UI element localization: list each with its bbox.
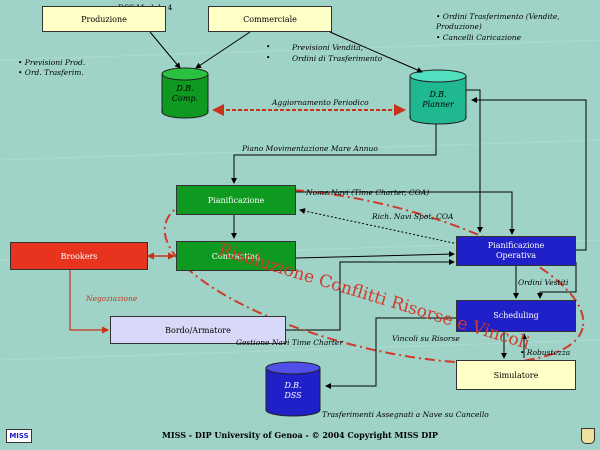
ord-trasferim-label: • Ord. Trasferim. — [18, 68, 84, 77]
ordini-trasf-vendite-label-1: • Ordini Trasferimento (Vendite, — [436, 12, 560, 21]
ordini-trasf-vendite-label-2: Produzione) — [436, 22, 482, 31]
miss-logo: MISS — [6, 429, 32, 443]
brookers-box[interactable]: Brookers — [10, 242, 148, 270]
db-comp-cylinder — [161, 67, 209, 119]
pianificazione-operativa-line2: Operativa — [495, 251, 537, 260]
negoziazione-label: Negoziazione — [86, 294, 138, 303]
commerciale-box[interactable]: Commerciale — [208, 6, 332, 32]
footer-copyright: MISS - DIP University of Genoa - © 2004 … — [162, 430, 438, 440]
conflict-resolution-ellipse — [163, 187, 585, 365]
db-comp-label-1: D.B. — [176, 84, 194, 93]
connector-arrows — [149, 31, 587, 389]
db-dss-label-2: DSS — [284, 391, 302, 400]
ordini-vestiti-label: Ordini Vestiti — [518, 278, 569, 287]
gestione-navi-label: Gestione Navi Time Charter — [236, 338, 343, 347]
university-crest-icon — [581, 428, 595, 444]
bordo-armatore-box[interactable]: Bordo/Armatore — [110, 316, 286, 344]
produzione-box[interactable]: Produzione — [42, 6, 166, 32]
db-dss-label-1: D.B. — [284, 381, 302, 390]
trasferimenti-label: Trasferimenti Assegnati a Nave su Cancel… — [322, 410, 489, 419]
db-comp-label: D.B. Comp. — [162, 84, 208, 104]
pianificazione-box[interactable]: Pianificazione — [176, 185, 296, 215]
previsioni-vendita-label: Previsioni Vendita, — [292, 43, 364, 52]
db-comp-label-2: Comp. — [171, 94, 199, 103]
pianificazione-operativa-box[interactable]: Pianificazione Operativa — [456, 236, 576, 266]
db-dss-label: D.B. DSS — [266, 381, 320, 401]
contracting-box[interactable]: Contracting — [176, 241, 296, 271]
vincoli-risorse-label: Vincoli su Risorse — [392, 334, 460, 343]
bullet-2: • — [266, 53, 271, 62]
previsioni-prod-label: • Previsioni Prod. — [18, 58, 86, 67]
rich-navi-spot-label: Rich. Navi Spot, COA — [372, 212, 454, 221]
bullet-1: • — [266, 42, 271, 51]
red-arrows — [69, 104, 406, 334]
db-planner-label-1: D.B. — [429, 90, 447, 99]
db-dss-cylinder — [265, 361, 321, 417]
nome-navi-label: Nome Navi (Time Charter, COA) — [306, 188, 430, 197]
aggiornamento-periodico-label: Aggiornamento Periodico — [272, 98, 369, 107]
piano-movimentazione-label: Piano Movimentazione Mare Annuo — [242, 144, 378, 153]
scheduling-box[interactable]: Scheduling — [456, 300, 576, 332]
robustezza-label: • Robustezza — [520, 348, 571, 357]
ordini-trasferimento-label: Ordini di Trasferimento — [292, 54, 383, 63]
simulatore-box[interactable]: Simulatore — [456, 360, 576, 390]
pianificazione-operativa-line1: Pianificazione — [487, 241, 545, 250]
db-planner-cylinder — [409, 69, 467, 125]
db-planner-label-2: Planner — [422, 100, 454, 109]
cancelli-caricazione-label: • Cancelli Caricazione — [436, 33, 522, 42]
db-planner-label: D.B. Planner — [410, 90, 466, 110]
